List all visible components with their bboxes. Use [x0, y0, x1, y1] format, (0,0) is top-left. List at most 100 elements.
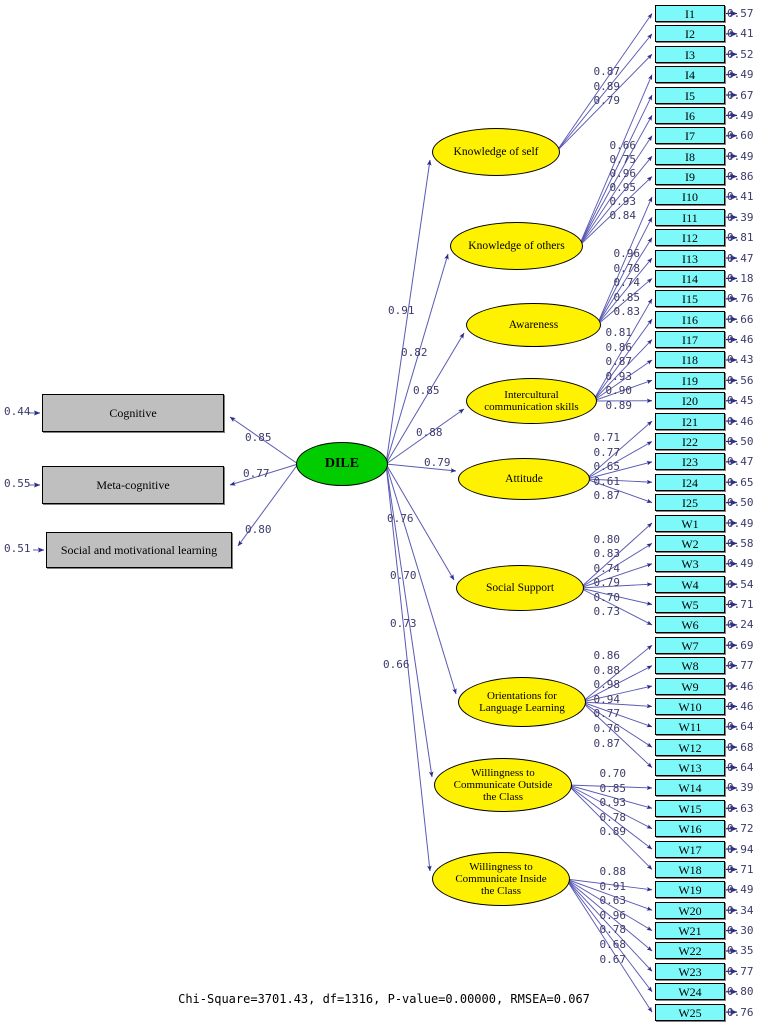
factor-loading: 0.90	[596, 385, 632, 397]
indicator-residual: 0.46	[727, 413, 767, 430]
indicator-box[interactable]: W13	[655, 759, 725, 776]
indicator-box[interactable]: I20	[655, 392, 725, 409]
factor-loading: 0.63	[590, 895, 626, 907]
indicator-box[interactable]: W6	[655, 616, 725, 633]
latent-dile[interactable]: DILE	[296, 442, 388, 486]
indicator-box[interactable]: W19	[655, 881, 725, 898]
factor-loading: 0.81	[596, 327, 632, 339]
indicator-residual: 0.41	[727, 188, 767, 205]
latent-dile-label: DILE	[325, 458, 359, 470]
indicator-box[interactable]: W12	[655, 739, 725, 756]
observed-variable-box[interactable]: Cognitive	[42, 394, 224, 432]
latent-factor-label-line: communication skills	[484, 401, 578, 413]
factor-loading: 0.65	[584, 461, 620, 473]
indicator-box[interactable]: W5	[655, 596, 725, 613]
latent-factor[interactable]: Knowledge of self	[432, 128, 560, 176]
indicator-residual: 0.35	[727, 942, 767, 959]
latent-factor[interactable]: Social Support	[456, 565, 584, 611]
structural-path-coefficient: 0.70	[390, 570, 426, 582]
indicator-box[interactable]: W3	[655, 555, 725, 572]
indicator-box[interactable]: W25	[655, 1004, 725, 1021]
indicator-box[interactable]: W1	[655, 515, 725, 532]
indicator-residual: 0.49	[727, 66, 767, 83]
factor-loading: 0.73	[584, 606, 620, 618]
indicator-residual: 0.49	[727, 515, 767, 532]
factor-loading: 0.75	[600, 154, 636, 166]
observed-path-coefficient: 0.80	[245, 524, 281, 536]
indicator-box[interactable]: I19	[655, 372, 725, 389]
indicator-box[interactable]: W11	[655, 718, 725, 735]
indicator-box[interactable]: I3	[655, 46, 725, 63]
indicator-box[interactable]: I8	[655, 148, 725, 165]
indicator-box[interactable]: W21	[655, 922, 725, 939]
factor-loading: 0.68	[590, 939, 626, 951]
observed-variable-box[interactable]: Social and motivational learning	[46, 532, 232, 568]
indicator-box[interactable]: W22	[655, 942, 725, 959]
indicator-residual: 0.18	[727, 270, 767, 287]
indicator-box[interactable]: W15	[655, 800, 725, 817]
latent-factor-label-line: Communicate Inside	[455, 873, 546, 885]
factor-loading: 0.67	[590, 954, 626, 966]
latent-factor[interactable]: Knowledge of others	[450, 222, 583, 270]
indicator-box[interactable]: W14	[655, 779, 725, 796]
indicator-box[interactable]: I22	[655, 433, 725, 450]
indicator-box[interactable]: W2	[655, 535, 725, 552]
factor-loading: 0.80	[584, 534, 620, 546]
indicator-box[interactable]: W23	[655, 963, 725, 980]
indicator-residual: 0.66	[727, 311, 767, 328]
indicator-box[interactable]: I10	[655, 188, 725, 205]
indicator-box[interactable]: I18	[655, 351, 725, 368]
indicator-box[interactable]: I11	[655, 209, 725, 226]
indicator-residual: 0.63	[727, 800, 767, 817]
factor-loading: 0.83	[604, 306, 640, 318]
indicator-box[interactable]: I14	[655, 270, 725, 287]
indicator-residual: 0.64	[727, 759, 767, 776]
latent-factor-label-line: Willingness to	[455, 861, 546, 873]
indicator-box[interactable]: I9	[655, 168, 725, 185]
indicator-residual: 0.39	[727, 209, 767, 226]
indicator-box[interactable]: I15	[655, 290, 725, 307]
indicator-box[interactable]: I5	[655, 87, 725, 104]
indicator-box[interactable]: W9	[655, 678, 725, 695]
indicator-residual: 0.86	[727, 168, 767, 185]
indicator-box[interactable]: I1	[655, 5, 725, 22]
indicator-box[interactable]: I25	[655, 494, 725, 511]
observed-variable-box[interactable]: Meta-cognitive	[42, 466, 224, 504]
indicator-box[interactable]: I24	[655, 474, 725, 491]
indicator-residual: 0.43	[727, 351, 767, 368]
indicator-box[interactable]: W10	[655, 698, 725, 715]
indicator-box[interactable]: W18	[655, 861, 725, 878]
indicator-residual: 0.45	[727, 392, 767, 409]
indicator-box[interactable]: W8	[655, 657, 725, 674]
indicator-residual: 0.52	[727, 46, 767, 63]
indicator-box[interactable]: I6	[655, 107, 725, 124]
indicator-box[interactable]: I16	[655, 311, 725, 328]
indicator-box[interactable]: W17	[655, 841, 725, 858]
indicator-box[interactable]: I12	[655, 229, 725, 246]
indicator-box[interactable]: I4	[655, 66, 725, 83]
indicator-box[interactable]: W7	[655, 637, 725, 654]
latent-factor[interactable]: Attitude	[458, 458, 590, 500]
indicator-box[interactable]: I17	[655, 331, 725, 348]
indicator-residual: 0.49	[727, 555, 767, 572]
indicator-box[interactable]: I7	[655, 127, 725, 144]
indicator-residual: 0.49	[727, 881, 767, 898]
indicator-box[interactable]: W16	[655, 820, 725, 837]
indicator-box[interactable]: I23	[655, 453, 725, 470]
factor-loading: 0.61	[584, 476, 620, 488]
factor-loading: 0.66	[600, 140, 636, 152]
factor-loading: 0.78	[590, 924, 626, 936]
indicator-box[interactable]: W4	[655, 576, 725, 593]
latent-factor[interactable]: Awareness	[466, 303, 601, 347]
factor-loading: 0.70	[584, 592, 620, 604]
indicator-box[interactable]: W20	[655, 902, 725, 919]
indicator-box[interactable]: I21	[655, 413, 725, 430]
latent-factor-label-line: the Class	[455, 885, 546, 897]
indicator-box[interactable]: I13	[655, 250, 725, 267]
indicator-box[interactable]: I2	[655, 25, 725, 42]
